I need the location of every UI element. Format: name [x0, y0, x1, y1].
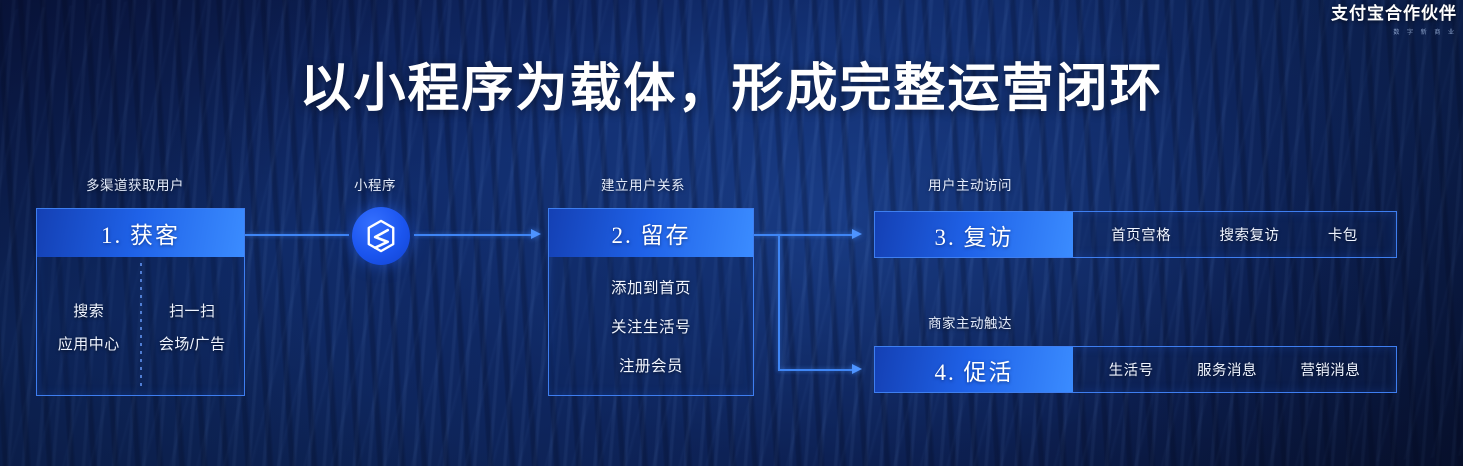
caption-stage-2: 建立用户关系 — [601, 178, 685, 193]
stage-2-item-2[interactable]: 关注生活号 — [610, 319, 691, 336]
stage-1-item-1[interactable]: 搜索 — [73, 303, 105, 320]
stage-3-tag-list: 首页宫格 搜索复访 卡包 — [1073, 212, 1396, 257]
stage-3-item-3[interactable]: 卡包 — [1327, 228, 1358, 244]
arrowhead-hub-to-stage2 — [531, 229, 541, 239]
stage-3-item-2[interactable]: 搜索复访 — [1219, 228, 1280, 244]
stage-2-item-3[interactable]: 注册会员 — [618, 358, 683, 375]
arrowhead-to-stage4 — [852, 364, 862, 374]
mini-program-icon[interactable] — [352, 207, 410, 265]
stage-4-item-1[interactable]: 生活号 — [1108, 363, 1154, 379]
connector-hub-to-stage2 — [414, 234, 532, 236]
connector-stage2-to-stage3 — [754, 234, 854, 236]
brand-subtitle: 数 字 新 商 业 — [1393, 29, 1457, 36]
stage-box-2[interactable]: 2. 留存 添加到首页 关注生活号 注册会员 — [548, 208, 754, 396]
stage-2-header: 2. 留存 — [549, 209, 753, 257]
stage-box-3[interactable]: 3. 复访 首页宫格 搜索复访 卡包 — [874, 211, 1397, 258]
stage-4-tag-list: 生活号 服务消息 营销消息 — [1073, 347, 1396, 392]
stage-1-item-4[interactable]: 会场/广告 — [158, 336, 226, 353]
brand-logo: 支付宝合作伙伴 数 字 新 商 业 — [1331, 4, 1457, 36]
stage-2-item-1[interactable]: 添加到首页 — [610, 280, 691, 297]
stage-box-4[interactable]: 4. 促活 生活号 服务消息 营销消息 — [874, 346, 1397, 393]
stage-2-item-list: 添加到首页 关注生活号 注册会员 — [549, 257, 753, 395]
connector-stage1-to-hub — [245, 234, 349, 236]
stage-3-item-1[interactable]: 首页宫格 — [1111, 228, 1172, 244]
arrowhead-to-stage3 — [852, 229, 862, 239]
stage-3-header: 3. 复访 — [875, 212, 1073, 257]
stage-1-item-grid: 搜索 扫一扫 应用中心 会场/广告 — [37, 257, 244, 395]
stage-1-header: 1. 获客 — [37, 209, 244, 257]
connector-branch-to-stage4 — [778, 369, 854, 371]
stage-box-1[interactable]: 1. 获客 搜索 扫一扫 应用中心 会场/广告 — [36, 208, 245, 396]
caption-stage-1: 多渠道获取用户 — [86, 178, 184, 193]
stage-2-body: 添加到首页 关注生活号 注册会员 — [549, 257, 753, 395]
caption-hub: 小程序 — [354, 178, 396, 193]
stage-4-item-2[interactable]: 服务消息 — [1196, 363, 1257, 379]
stage-4-header: 4. 促活 — [875, 347, 1073, 392]
caption-stage-4: 商家主动触达 — [928, 316, 1012, 331]
stage-1-body: 搜索 扫一扫 应用中心 会场/广告 — [37, 257, 244, 395]
stage-4-item-3[interactable]: 营销消息 — [1300, 363, 1361, 379]
stage-1-item-2[interactable]: 扫一扫 — [168, 303, 216, 320]
page-title: 以小程序为载体，形成完整运营闭环 — [299, 60, 1164, 118]
connector-branch-vertical — [778, 234, 780, 370]
brand-name: 支付宝合作伙伴 — [1331, 4, 1457, 23]
stage-1-item-3[interactable]: 应用中心 — [57, 336, 120, 353]
caption-stage-3: 用户主动访问 — [928, 178, 1012, 193]
